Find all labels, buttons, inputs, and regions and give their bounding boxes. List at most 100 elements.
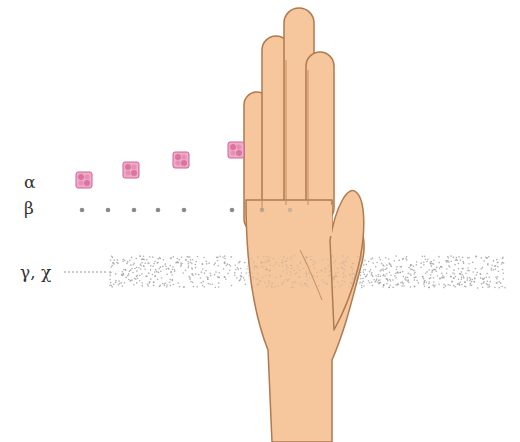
gamma-ray-dot [383, 270, 385, 272]
gamma-ray-dot [160, 258, 162, 260]
gamma-ray-dot [468, 257, 470, 259]
gamma-ray-dot [491, 269, 493, 271]
gamma-ray-dot [359, 260, 361, 262]
gamma-ray-dot [169, 285, 171, 287]
gamma-ray-dot [166, 268, 168, 270]
gamma-ray-dot [451, 281, 453, 283]
gamma-ray-dot [252, 272, 254, 274]
gamma-ray-dot [402, 281, 404, 283]
gamma-ray-dot [140, 264, 142, 266]
gamma-ray-dot [192, 274, 194, 276]
gamma-ray-dot [247, 265, 249, 267]
gamma-ray-dot [331, 271, 333, 273]
gamma-ray-dot [266, 286, 268, 288]
gamma-ray-dot [443, 277, 445, 279]
gamma-ray-dot [207, 278, 209, 280]
gamma-ray-dot [414, 272, 416, 274]
gamma-ray-dot [468, 270, 470, 272]
gamma-ray-dot [191, 268, 193, 270]
gamma-ray-dot [131, 279, 133, 281]
gamma-ray-dot [402, 258, 404, 260]
gamma-ray-dot [496, 282, 498, 284]
gamma-ray-dot [157, 258, 159, 260]
gamma-ray-dot [144, 268, 146, 270]
gamma-ray-dot [403, 285, 405, 287]
gamma-ray-dot [195, 261, 197, 263]
gamma-ray-dot [187, 263, 189, 265]
gamma-ray-dot [280, 276, 282, 278]
gamma-ray-dot [493, 269, 495, 271]
gamma-ray-dot [244, 262, 246, 264]
gamma-ray-dot [471, 281, 473, 283]
gamma-ray-dot [290, 258, 292, 260]
gamma-ray-dot [475, 256, 477, 258]
gamma-ray-dot [169, 281, 171, 283]
gamma-ray-dot [200, 282, 202, 284]
gamma-ray-dot [291, 284, 293, 286]
gamma-ray-dot [382, 286, 384, 288]
gamma-ray-dot [248, 275, 250, 277]
gamma-ray-dot [148, 263, 150, 265]
gamma-ray-dot [130, 264, 132, 266]
gamma-ray-dot [172, 279, 174, 281]
gamma-ray-dot [426, 271, 428, 273]
gamma-ray-dot [215, 286, 217, 288]
gamma-ray-dot [266, 269, 268, 271]
gamma-ray-dot [287, 280, 289, 282]
gamma-ray-dot [428, 281, 430, 283]
gamma-ray-dot [497, 262, 499, 264]
gamma-ray-dot [122, 259, 124, 261]
gamma-ray-dot [424, 280, 426, 282]
gamma-ray-dot [485, 256, 487, 258]
gamma-ray-dot [467, 267, 469, 269]
gamma-ray-dot [346, 261, 348, 263]
gamma-ray-dot [365, 276, 367, 278]
gamma-ray-dot [376, 278, 378, 280]
gamma-ray-dot [413, 270, 415, 272]
gamma-ray-dot [403, 276, 405, 278]
gamma-ray-dot [422, 276, 424, 278]
gamma-ray-dot [333, 278, 335, 280]
gamma-ray-dot [402, 283, 404, 285]
gamma-ray-dot [290, 265, 292, 267]
gamma-ray-dot [372, 257, 374, 259]
gamma-ray-dot [314, 262, 316, 264]
gamma-ray-dot [206, 260, 208, 262]
gamma-ray-dot [343, 276, 345, 278]
gamma-ray-dot [294, 281, 296, 283]
gamma-ray-dot [122, 285, 124, 287]
gamma-ray-dot [255, 279, 257, 281]
gamma-ray-dot [218, 282, 220, 284]
gamma-ray-dot [195, 264, 197, 266]
gamma-ray-dot [305, 262, 307, 264]
gamma-ray-dot [230, 256, 232, 258]
gamma-ray-dot [218, 265, 220, 267]
gamma-ray-dot [390, 266, 392, 268]
gamma-ray-dot [152, 265, 154, 267]
gamma-ray-dot [501, 263, 503, 265]
gamma-ray-dot [360, 272, 362, 274]
gamma-ray-dot [129, 280, 131, 282]
gamma-ray-dot [245, 272, 247, 274]
gamma-ray-dot [189, 262, 191, 264]
gamma-ray-dot [362, 278, 364, 280]
gamma-ray-dot [238, 268, 240, 270]
gamma-ray-dot [152, 274, 154, 276]
gamma-ray-dot [147, 262, 149, 264]
gamma-ray-dot [166, 286, 168, 288]
gamma-ray-dot [393, 260, 395, 262]
gamma-ray-dot [172, 269, 174, 271]
gamma-ray-dot [225, 278, 227, 280]
gamma-ray-dot [469, 283, 471, 285]
gamma-ray-dot [477, 287, 479, 289]
gamma-ray-dot [305, 283, 307, 285]
gamma-ray-dot [488, 284, 490, 286]
gamma-ray-dot [382, 268, 384, 270]
gamma-ray-dot [329, 264, 331, 266]
gamma-ray-dot [459, 281, 461, 283]
alpha-particle [228, 142, 244, 158]
gamma-ray-dot [425, 272, 427, 274]
gamma-ray-dot [269, 282, 271, 284]
gamma-ray-dot [209, 283, 211, 285]
gamma-ray-dot [446, 268, 448, 270]
